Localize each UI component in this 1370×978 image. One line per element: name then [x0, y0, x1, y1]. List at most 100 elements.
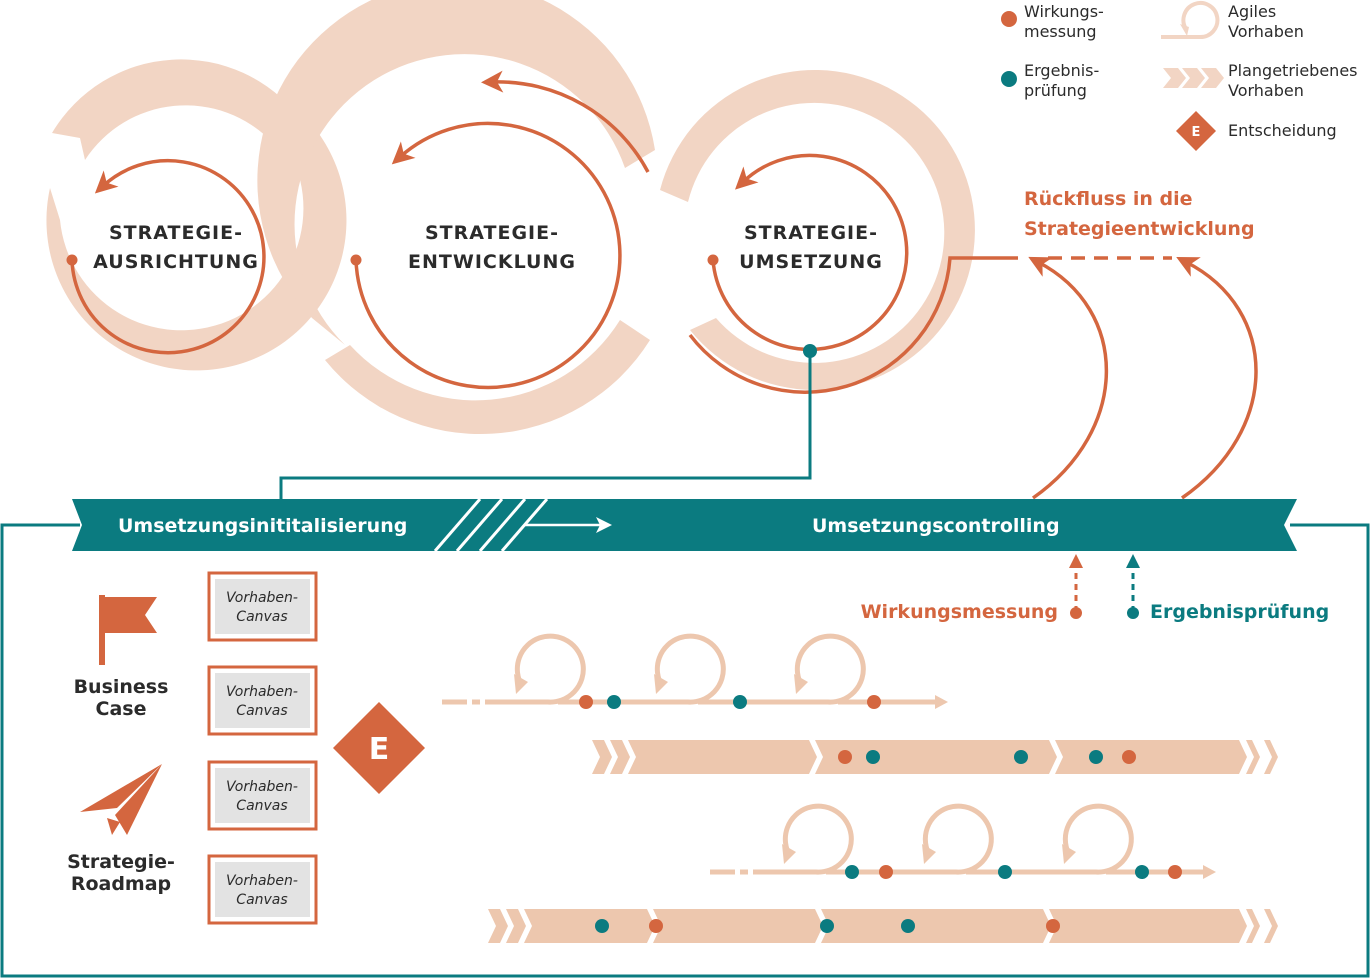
cycle-start-dot — [66, 254, 78, 266]
cycle-title-line1: STRATEGIE- — [744, 222, 878, 244]
agile-track — [710, 803, 1216, 879]
canvas-label-line2: Canvas — [236, 892, 287, 908]
agile-loop — [765, 633, 866, 705]
decision-label: E — [369, 732, 390, 767]
legend-ergebnis-line1: Ergebnis- — [1024, 61, 1099, 80]
cycle-arrow-umsetzung — [711, 153, 909, 352]
business-case: Business Case — [74, 595, 169, 720]
cycle-arrow-entwicklung — [354, 121, 622, 390]
ergebnispruefung-dot — [901, 919, 915, 933]
plan-phase — [821, 909, 1051, 943]
cycle-title-line1: STRATEGIE- — [425, 222, 559, 244]
canvas-label-line1: Vorhaben- — [226, 684, 298, 700]
cycle-arrows — [66, 70, 1018, 394]
band-right-label: Umsetzungscontrolling — [812, 515, 1060, 537]
plan-phase — [524, 909, 655, 943]
ergebnispruefung-dot — [866, 750, 880, 764]
canvas-label-line2: Canvas — [236, 703, 287, 719]
vorhaben-canvas: Vorhaben- Canvas — [207, 760, 318, 831]
vorhaben-canvas: Vorhaben- Canvas — [207, 854, 318, 925]
plan-phase — [628, 740, 817, 774]
cycle-title-line1: STRATEGIE- — [109, 222, 243, 244]
cycle-start-dot — [707, 254, 719, 266]
measure-indicators: Wirkungsmessung Ergebnisprüfung — [861, 554, 1329, 623]
wirkungsmessung-dot — [649, 919, 663, 933]
band-entwicklung — [257, 0, 655, 345]
canvas-label-line1: Vorhaben- — [226, 873, 298, 889]
band-ausrichtung-top — [52, 59, 300, 161]
paper-plane-icon — [80, 764, 162, 835]
plan-chevrons-icon — [1163, 68, 1224, 88]
outer-arrow-entwicklung — [481, 70, 650, 173]
wirkungsmessung-dot — [1046, 919, 1060, 933]
rueckfluss-arrow-2 — [1176, 256, 1258, 500]
wirkungsmessung-dot — [867, 695, 881, 709]
agile-track — [442, 633, 948, 709]
cycle-title-line2: AUSRICHTUNG — [93, 251, 259, 273]
legend-wirkung-line2: messung — [1024, 22, 1097, 41]
agile-loop — [1033, 803, 1134, 875]
vorhaben-canvas: Vorhaben- Canvas — [207, 571, 318, 642]
teal-band: Umsetzungsinititalisierung Umsetzungscon… — [72, 498, 1297, 552]
agile-loop — [485, 633, 586, 705]
ergebnispruefung-dot — [998, 865, 1012, 879]
teal-connector — [279, 344, 817, 500]
ergebnispruefung-dot — [820, 919, 834, 933]
ergebnispruefung-dot — [845, 865, 859, 879]
vorhaben-canvas: Vorhaben- Canvas — [207, 665, 318, 736]
cycle-start-dot — [350, 254, 362, 266]
legend-plan-line1: Plangetriebenes — [1228, 61, 1358, 80]
wirkungsmessung-dot — [879, 865, 893, 879]
band-entwicklung-bottom — [325, 320, 650, 435]
plan-phase — [1055, 740, 1247, 774]
canvas-list: Vorhaben-CanvasVorhaben-CanvasVorhaben-C… — [207, 571, 318, 925]
ergebnispruefung-dot — [733, 695, 747, 709]
agile-loop — [753, 803, 854, 875]
plan-phase — [1049, 909, 1247, 943]
rueckfluss-line1: Rückfluss in die — [1024, 188, 1193, 210]
flag-icon — [99, 595, 157, 665]
agile-loop-icon — [1161, 1, 1220, 40]
plan-phase — [815, 740, 1057, 774]
legend-agile-line2: Vorhaben — [1228, 22, 1304, 41]
wirkungsmessung-dot — [838, 750, 852, 764]
legend-ergebnis-line2: prüfung — [1024, 81, 1087, 100]
canvas-label-line2: Canvas — [236, 609, 287, 625]
legend-ergebnis-dot — [1001, 71, 1017, 87]
ergebnispruefung-dot — [1014, 750, 1028, 764]
rueckfluss-arrow-1 — [1028, 256, 1109, 500]
wirkungsmessung-dot — [1122, 750, 1136, 764]
legend-decision-label: Entscheidung — [1228, 121, 1337, 140]
implementation-frame — [0, 523, 1370, 978]
agile-loop — [893, 803, 994, 875]
agile-loop — [625, 633, 726, 705]
cycle-titles: STRATEGIE- AUSRICHTUNG STRATEGIE- ENTWIC… — [93, 222, 882, 273]
cycle-title-line2: ENTWICKLUNG — [408, 251, 576, 273]
ergebnispruefung-label: Ergebnisprüfung — [1150, 601, 1329, 623]
decision-icon: E — [1176, 111, 1216, 151]
plan-phase — [653, 909, 823, 943]
business-case-line1: Business — [74, 676, 169, 698]
project-tracks — [442, 633, 1278, 943]
wirkungsmessung-dot — [579, 695, 593, 709]
cycle-bands — [46, 0, 975, 435]
band-ausrichtung — [46, 110, 347, 371]
plan-track — [592, 740, 1278, 774]
canvas-label-line1: Vorhaben- — [226, 590, 298, 606]
band-left-label: Umsetzungsinititalisierung — [118, 515, 407, 537]
legend-wirkung-line1: Wirkungs- — [1024, 2, 1104, 21]
strategy-roadmap: Strategie- Roadmap — [67, 764, 175, 895]
band-stripes — [433, 498, 549, 552]
wirkungsmessung-dot — [1168, 865, 1182, 879]
ergebnispruefung-dot — [595, 919, 609, 933]
canvas-label-line2: Canvas — [236, 798, 287, 814]
roadmap-line1: Strategie- — [67, 851, 175, 873]
legend-plan-line2: Vorhaben — [1228, 81, 1304, 100]
rueckfluss-line — [688, 256, 1018, 394]
wirkungsmessung-label: Wirkungsmessung — [861, 601, 1058, 623]
plan-track — [488, 909, 1278, 943]
legend: Wirkungs- messung Ergebnis- prüfung Agil… — [1001, 1, 1358, 151]
rueckfluss: Rückfluss in die Strategieentwicklung — [1024, 188, 1258, 500]
canvas-label-line1: Vorhaben- — [226, 779, 298, 795]
